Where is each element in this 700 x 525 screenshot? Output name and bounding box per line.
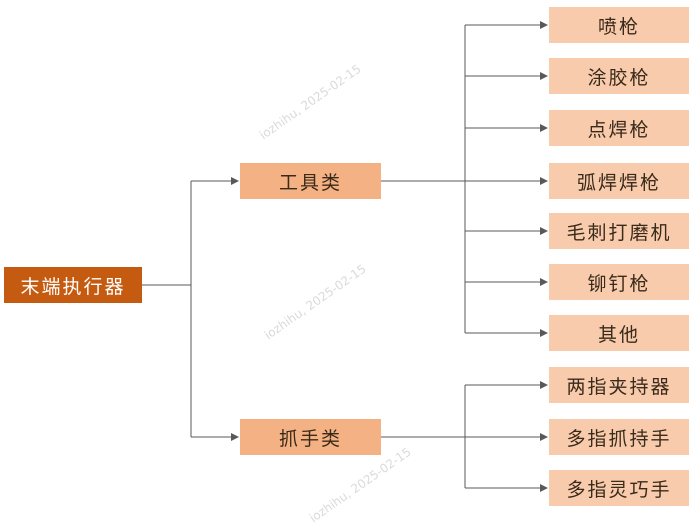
group-node-tools: 工具类: [240, 163, 381, 199]
leaf-node: 涂胶枪: [549, 58, 689, 94]
leaf-node: 毛刺打磨机: [549, 213, 689, 249]
leaf-node: 喷枪: [549, 7, 689, 43]
root-node: 末端执行器: [4, 267, 142, 303]
leaf-node: 弧焊焊枪: [549, 163, 689, 199]
leaf-node: 点焊枪: [549, 110, 689, 146]
leaf-node: 其他: [549, 315, 689, 351]
leaf-node: 铆钉枪: [549, 264, 689, 300]
leaf-node: 多指灵巧手: [549, 470, 689, 506]
leaf-node: 两指夹持器: [549, 367, 689, 403]
leaf-node: 多指抓持手: [549, 419, 689, 455]
group-node-grippers: 抓手类: [240, 419, 381, 455]
